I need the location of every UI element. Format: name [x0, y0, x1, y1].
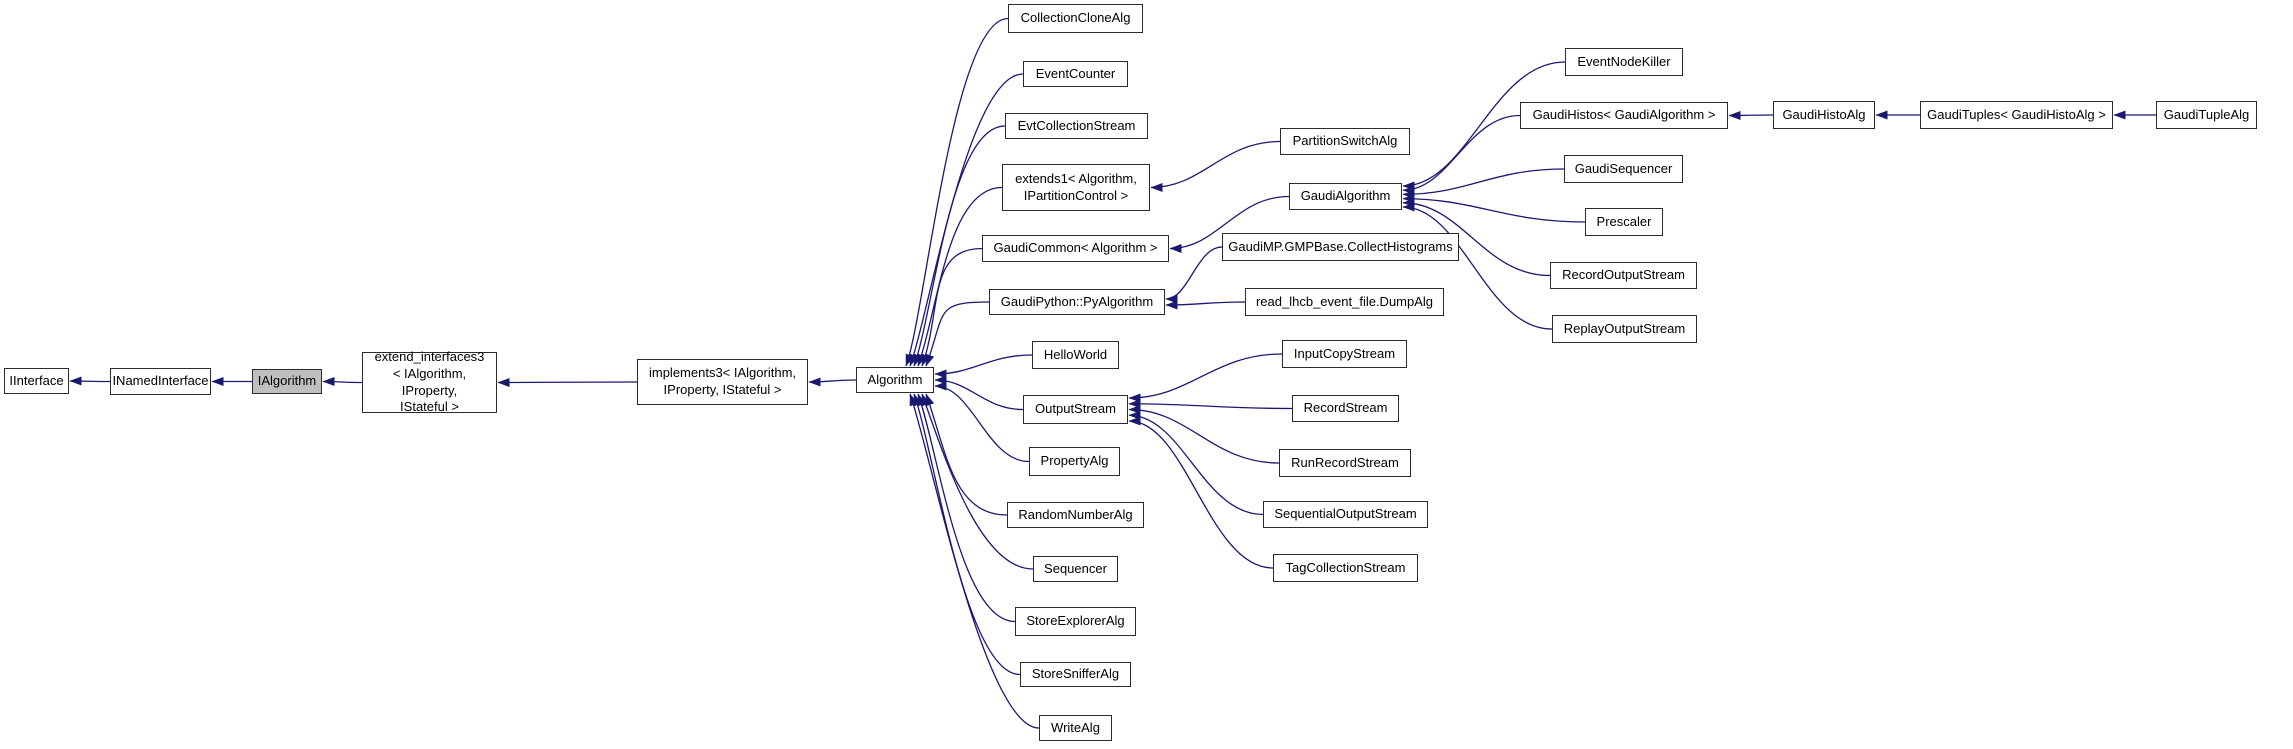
class-node-iinterface[interactable]: IInterface [4, 368, 69, 394]
inheritance-edge [934, 354, 1033, 379]
inheritance-edge [909, 393, 1040, 729]
inheritance-edge [1165, 300, 1246, 310]
class-node-extends1[interactable]: extends1< Algorithm, IPartitionControl > [1002, 164, 1150, 211]
inheritance-edge [69, 376, 111, 386]
inheritance-edge [925, 301, 990, 367]
inheritance-edge [934, 381, 1030, 463]
inheritance-edge [925, 393, 1008, 516]
class-node-gaudihistoalg[interactable]: GaudiHistoAlg [1773, 101, 1875, 129]
inheritance-edge [808, 377, 857, 387]
class-node-replayoutputstream[interactable]: ReplayOutputStream [1552, 315, 1697, 343]
inheritance-edge [913, 125, 1006, 367]
inheritance-edge [1150, 140, 1281, 192]
class-node-helloworld[interactable]: HelloWorld [1032, 341, 1119, 369]
class-node-inamedinterface[interactable]: INamedInterface [110, 368, 211, 395]
inheritance-edge [1128, 399, 1293, 410]
class-node-recordstream[interactable]: RecordStream [1292, 395, 1399, 422]
class-node-gaudicommon[interactable]: GaudiCommon< Algorithm > [982, 235, 1169, 262]
class-node-tagcollectionstream[interactable]: TagCollectionStream [1273, 554, 1418, 582]
class-node-runrecordstream[interactable]: RunRecordStream [1279, 449, 1411, 477]
class-node-dumpalg[interactable]: read_lhcb_event_file.DumpAlg [1245, 288, 1444, 316]
inheritance-edge [1128, 416, 1274, 569]
inheritance-edge [1128, 405, 1280, 464]
inheritance-edge [1402, 168, 1565, 199]
class-node-gaudituples[interactable]: GaudiTuples< GaudiHistoAlg > [1920, 101, 2113, 129]
class-node-partitionswitchalg[interactable]: PartitionSwitchAlg [1280, 128, 1410, 155]
class-node-storesnifferalg[interactable]: StoreSnifferAlg [1020, 662, 1131, 687]
class-node-gaudisequencer[interactable]: GaudiSequencer [1564, 155, 1683, 183]
inheritance-edge [921, 247, 983, 367]
class-node-inputcopystream[interactable]: InputCopyStream [1282, 340, 1407, 368]
class-node-storeexploreralg[interactable]: StoreExplorerAlg [1015, 607, 1136, 636]
class-node-prescaler[interactable]: Prescaler [1585, 208, 1663, 236]
class-node-algorithm[interactable]: Algorithm [856, 367, 934, 393]
class-node-outputstream[interactable]: OutputStream [1023, 395, 1128, 424]
class-node-collecthistograms[interactable]: GaudiMP.GMPBase.CollectHistograms [1222, 233, 1459, 261]
inheritance-edge [1402, 194, 1586, 223]
inheritance-edge [905, 17, 1009, 367]
class-node-propertyalg[interactable]: PropertyAlg [1029, 447, 1120, 476]
class-node-pyalgorithm[interactable]: GaudiPython::PyAlgorithm [989, 289, 1165, 315]
inheritance-edge [1402, 114, 1521, 195]
class-node-writealg[interactable]: WriteAlg [1039, 715, 1112, 741]
inheritance-edge [1169, 195, 1290, 253]
class-node-eventnodekiller[interactable]: EventNodeKiller [1565, 48, 1683, 76]
inheritance-edge [1402, 61, 1566, 191]
inheritance-edge [322, 377, 363, 387]
inheritance-edge [934, 375, 1024, 411]
class-node-randomnumberalg[interactable]: RandomNumberAlg [1007, 502, 1144, 528]
inheritance-edge [1128, 410, 1264, 516]
class-node-collectionclonealg[interactable]: CollectionCloneAlg [1008, 4, 1143, 33]
class-node-sequencer[interactable]: Sequencer [1033, 556, 1118, 582]
class-node-implements3[interactable]: implements3< IAlgorithm, IProperty, ISta… [637, 359, 808, 405]
inheritance-edge [1402, 198, 1551, 277]
class-node-evtcollectionstream[interactable]: EvtCollectionStream [1005, 113, 1148, 139]
inheritance-edge [1728, 110, 1774, 120]
class-node-recordoutputstream[interactable]: RecordOutputStream [1550, 262, 1697, 289]
class-node-gaudialgorithm[interactable]: GaudiAlgorithm [1289, 183, 1402, 210]
class-node-ialgorithm: IAlgorithm [252, 369, 322, 394]
class-node-gaudihistos[interactable]: GaudiHistos< GaudiAlgorithm > [1520, 102, 1728, 129]
inheritance-edge [917, 393, 1016, 623]
class-node-extend_interfaces3[interactable]: extend_interfaces3 < IAlgorithm, IProper… [362, 349, 497, 414]
inheritance-edge [921, 393, 1034, 570]
class-node-gaudituplealg[interactable]: GaudiTupleAlg [2156, 101, 2257, 129]
class-node-eventcounter[interactable]: EventCounter [1023, 61, 1128, 87]
inheritance-edge [1128, 353, 1283, 403]
inheritance-edge [1402, 202, 1553, 330]
inheritance-edge [497, 377, 638, 387]
class-node-sequentialoutputstream[interactable]: SequentialOutputStream [1263, 501, 1428, 528]
inheritance-edge [1165, 246, 1223, 304]
inheritance-edge [917, 186, 1003, 367]
